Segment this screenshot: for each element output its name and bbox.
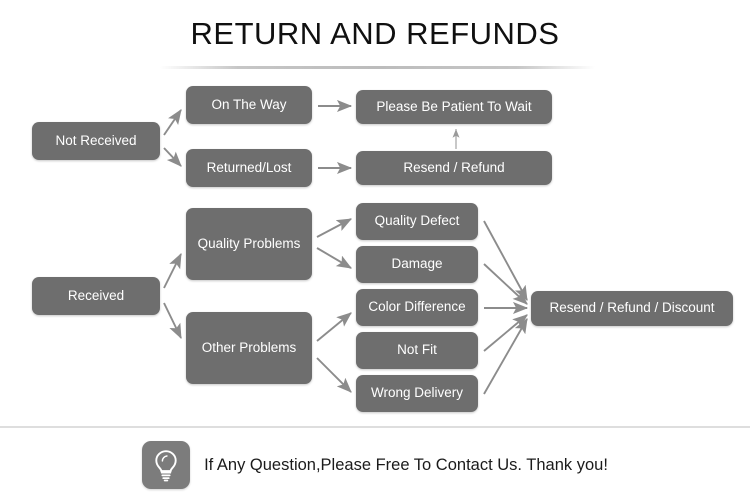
node-label: Resend / Refund: [403, 159, 505, 175]
lightbulb-icon: [142, 441, 191, 489]
node-label: Returned/Lost: [206, 159, 292, 175]
node-received[interactable]: Received: [32, 277, 160, 315]
node-returned-lost[interactable]: Returned/Lost: [186, 149, 312, 187]
node-label: Not Fit: [397, 342, 437, 358]
title-divider: [160, 66, 595, 69]
edge-received-to-quality-problems: [163, 252, 182, 289]
edge-not-received-to-returned-lost: [163, 147, 182, 167]
page-title: RETURN AND REFUNDS: [190, 16, 560, 51]
footer-divider: [0, 426, 750, 428]
edge-other-problems-to-wrong-delivery: [316, 357, 352, 393]
footer-contact-bar: If Any Question,Please Free To Contact U…: [0, 430, 750, 500]
edge-wrong-delivery-to-final: [483, 318, 528, 395]
node-quality-defect[interactable]: Quality Defect: [356, 203, 478, 240]
node-other-problems[interactable]: Other Problems: [186, 312, 312, 384]
edge-not-received-to-on-the-way: [163, 109, 182, 136]
node-color-difference[interactable]: Color Difference: [356, 289, 478, 326]
node-label: Please Be Patient To Wait: [376, 98, 532, 114]
node-label: Quality Defect: [374, 213, 460, 229]
node-resend-refund-discount[interactable]: Resend / Refund / Discount: [531, 291, 733, 326]
node-not-received[interactable]: Not Received: [32, 122, 160, 160]
footer-contact-text: If Any Question,Please Free To Contact U…: [204, 455, 608, 474]
node-please-be-patient-to-wait[interactable]: Please Be Patient To Wait: [356, 90, 552, 124]
edge-quality-problems-to-damage: [316, 247, 352, 269]
node-not-fit[interactable]: Not Fit: [356, 332, 478, 369]
node-label: Damage: [391, 256, 443, 272]
node-label: On The Way: [211, 96, 287, 112]
node-wrong-delivery[interactable]: Wrong Delivery: [356, 375, 478, 412]
node-damage[interactable]: Damage: [356, 246, 478, 283]
edge-received-to-other-problems: [163, 302, 182, 340]
node-resend-refund[interactable]: Resend / Refund: [356, 151, 552, 185]
node-label: Received: [67, 287, 125, 303]
edge-quality-defect-to-final: [483, 220, 528, 302]
node-quality-problems[interactable]: Quality Problems: [186, 208, 312, 280]
node-label: Other Problems: [201, 339, 297, 355]
node-label: Wrong Delivery: [370, 385, 464, 401]
node-label: Not Received: [55, 132, 137, 148]
edge-damage-to-final: [483, 263, 528, 305]
node-label: Quality Problems: [197, 235, 301, 251]
node-label: Resend / Refund / Discount: [549, 300, 715, 316]
edge-other-problems-to-color-difference: [316, 312, 352, 342]
edge-not-fit-to-final: [483, 314, 528, 352]
node-label: Color Difference: [368, 299, 466, 315]
node-on-the-way[interactable]: On The Way: [186, 86, 312, 124]
edge-quality-problems-to-quality-defect: [316, 218, 353, 238]
